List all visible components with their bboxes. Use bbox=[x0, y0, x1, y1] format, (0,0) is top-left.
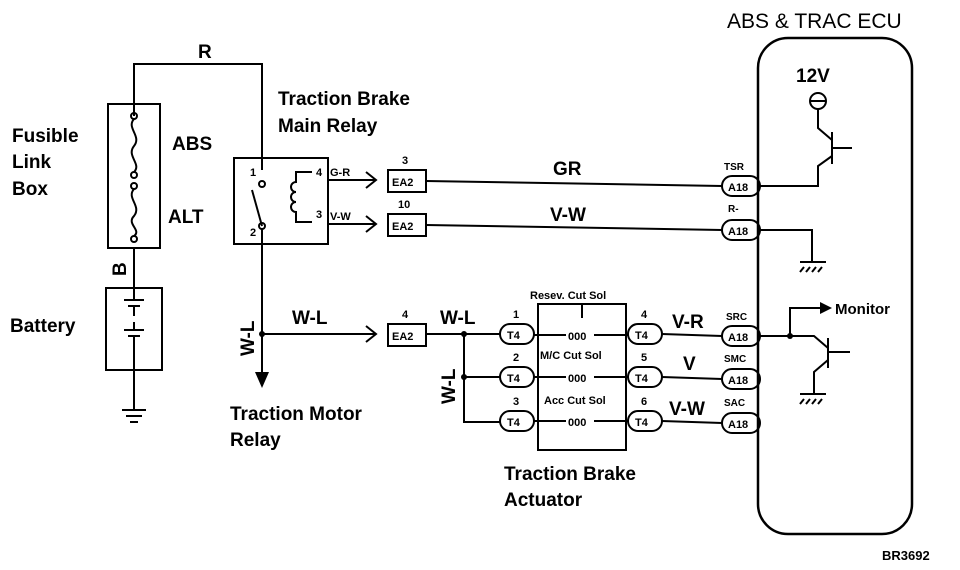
r-minus-ground-icon bbox=[760, 229, 826, 273]
svg-text:Acc Cut Sol: Acc Cut Sol bbox=[544, 395, 606, 407]
svg-text:M/C Cut Sol: M/C Cut Sol bbox=[540, 350, 602, 362]
fusible-label-3: Box bbox=[12, 179, 48, 200]
wire-gr-label: GR bbox=[553, 159, 582, 180]
svg-text:000: 000 bbox=[568, 373, 586, 385]
svg-text:1: 1 bbox=[513, 309, 519, 321]
ea2-connector-10: EA2 10 bbox=[365, 199, 427, 237]
ecu-title: ABS & TRAC ECU bbox=[727, 10, 902, 33]
monitor-arrow-icon bbox=[820, 302, 832, 314]
main-relay-label-2: Main Relay bbox=[278, 116, 378, 137]
wire-wl-label-3: W-L bbox=[439, 368, 460, 404]
main-relay-label-1: Traction Brake bbox=[278, 89, 410, 110]
svg-text:3: 3 bbox=[402, 155, 408, 167]
solenoid-resev-cut: Resev. Cut Sol 000 bbox=[530, 290, 628, 343]
svg-text:A18: A18 bbox=[728, 375, 748, 387]
svg-text:Resev. Cut Sol: Resev. Cut Sol bbox=[530, 290, 606, 302]
wire-vw-label-2: V-W bbox=[669, 399, 705, 420]
svg-text:A18: A18 bbox=[728, 226, 748, 238]
svg-text:3: 3 bbox=[316, 209, 322, 221]
svg-text:R-: R- bbox=[728, 204, 739, 215]
fusible-label-1: Fusible bbox=[12, 126, 79, 147]
svg-text:4: 4 bbox=[316, 167, 323, 179]
ecu-terminal-smc: A18 SMC bbox=[721, 354, 761, 390]
relay-coil-icon bbox=[290, 171, 312, 223]
wire-r-label: R bbox=[198, 42, 212, 63]
svg-text:4: 4 bbox=[402, 309, 409, 321]
battery-icon bbox=[124, 290, 144, 410]
monitor-label: Monitor bbox=[835, 301, 890, 318]
wire-v-label: V bbox=[683, 354, 696, 375]
solenoid-mc-cut: M/C Cut Sol 000 bbox=[534, 350, 628, 385]
wire-wl-label-2: W-L bbox=[440, 308, 476, 329]
svg-text:T4: T4 bbox=[635, 417, 649, 429]
svg-text:T4: T4 bbox=[507, 330, 521, 342]
svg-text:6: 6 bbox=[641, 396, 647, 408]
svg-text:5: 5 bbox=[641, 352, 647, 364]
svg-text:000: 000 bbox=[568, 331, 586, 343]
ea2-connector-3: EA2 3 bbox=[365, 155, 427, 193]
svg-text:A18: A18 bbox=[728, 182, 748, 194]
motor-relay-label-2: Relay bbox=[230, 430, 281, 451]
svg-text:10: 10 bbox=[398, 199, 410, 211]
ecu-voltage: 12V bbox=[796, 66, 830, 87]
abs-fuse-icon bbox=[130, 118, 138, 173]
wire-vw-label: V-W bbox=[550, 205, 586, 226]
wire-b-label: B bbox=[110, 262, 131, 276]
svg-text:T4: T4 bbox=[635, 330, 649, 342]
svg-text:A18: A18 bbox=[728, 332, 748, 344]
wire-wl-label-1: W-L bbox=[292, 308, 328, 329]
solenoid-acc-cut: Acc Cut Sol 000 bbox=[534, 395, 628, 429]
abs-fuse-label: ABS bbox=[172, 134, 212, 155]
svg-text:SAC: SAC bbox=[724, 398, 745, 409]
svg-text:EA2: EA2 bbox=[392, 331, 413, 343]
relay-switch-icon bbox=[251, 189, 263, 227]
fusible-label-2: Link bbox=[12, 152, 51, 173]
ecu-terminal-r-minus: A18 R- bbox=[721, 204, 761, 241]
actuator-label-1: Traction Brake bbox=[504, 464, 636, 485]
svg-text:000: 000 bbox=[568, 417, 586, 429]
main-relay-box bbox=[233, 157, 329, 245]
t4-right-5: T4 5 bbox=[627, 352, 663, 388]
ecu-box bbox=[756, 36, 914, 536]
ecu-terminal-tsr: A18 TSR bbox=[721, 162, 761, 197]
svg-text:1: 1 bbox=[250, 167, 256, 179]
svg-text:T4: T4 bbox=[507, 373, 521, 385]
svg-text:G-R: G-R bbox=[330, 167, 350, 179]
svg-text:2: 2 bbox=[250, 227, 256, 239]
tsr-transistor-icon bbox=[760, 109, 852, 187]
svg-text:TSR: TSR bbox=[724, 162, 745, 173]
t4-left-2: T4 2 bbox=[499, 352, 535, 388]
svg-text:V-W: V-W bbox=[330, 211, 351, 223]
t4-left-3: T4 3 bbox=[499, 396, 535, 432]
svg-text:EA2: EA2 bbox=[392, 177, 413, 189]
svg-text:A18: A18 bbox=[728, 419, 748, 431]
actuator-label-2: Actuator bbox=[504, 490, 583, 511]
src-transistor-icon bbox=[760, 335, 850, 405]
motor-relay-label-1: Traction Motor bbox=[230, 404, 363, 425]
ecu-terminal-sac: A18 SAC bbox=[721, 398, 761, 434]
t4-right-4: T4 4 bbox=[627, 309, 663, 345]
ea2-connector-4: EA2 4 bbox=[365, 309, 427, 347]
wire-vr-label: V-R bbox=[672, 312, 704, 333]
wire-wl-label-vertical: W-L bbox=[238, 320, 259, 356]
ecu-terminal-src: A18 SRC bbox=[721, 312, 761, 347]
svg-text:3: 3 bbox=[513, 396, 519, 408]
svg-text:T4: T4 bbox=[507, 417, 521, 429]
svg-text:SMC: SMC bbox=[724, 354, 746, 365]
svg-text:4: 4 bbox=[641, 309, 648, 321]
battery-label: Battery bbox=[10, 316, 76, 337]
battery-ground-icon bbox=[122, 409, 146, 423]
t4-right-6: T4 6 bbox=[627, 396, 663, 432]
motor-relay-arrow-icon bbox=[255, 372, 269, 388]
diagram-code: BR3692 bbox=[882, 548, 930, 563]
svg-text:2: 2 bbox=[513, 352, 519, 364]
svg-text:EA2: EA2 bbox=[392, 221, 413, 233]
svg-text:T4: T4 bbox=[635, 373, 649, 385]
t4-left-1: T4 1 bbox=[499, 309, 535, 345]
alt-fuse-label: ALT bbox=[168, 207, 204, 228]
alt-fuse-icon bbox=[130, 188, 138, 237]
svg-text:SRC: SRC bbox=[726, 312, 747, 323]
